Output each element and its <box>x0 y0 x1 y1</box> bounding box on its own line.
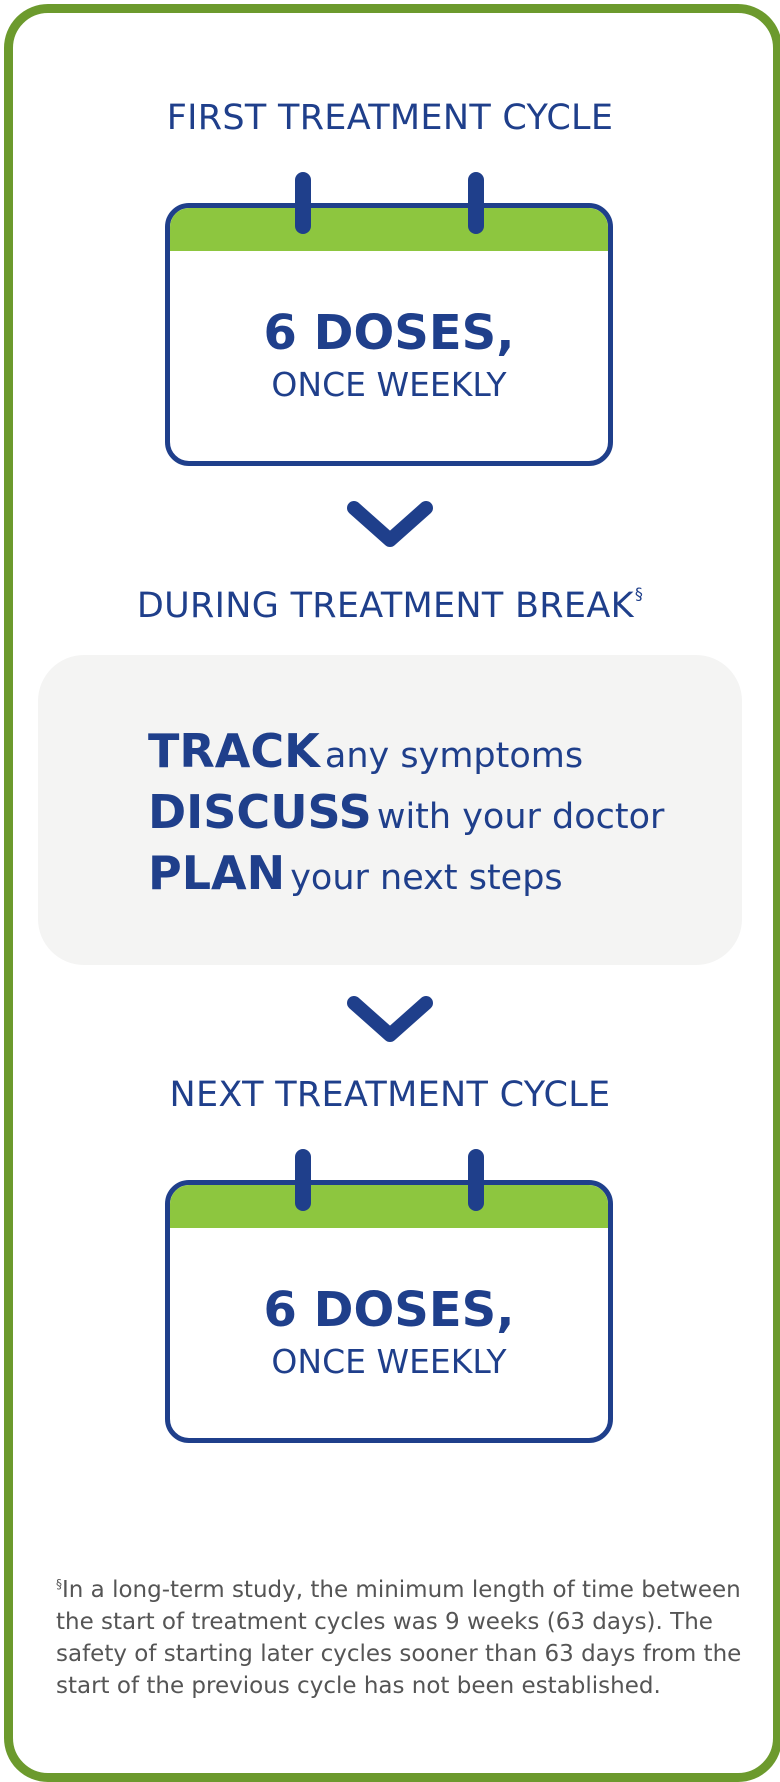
break-item-action: DISCUSS <box>148 785 372 839</box>
footnote-marker: § <box>56 1577 62 1591</box>
break-item-detail: your next steps <box>290 858 563 898</box>
calendar-header-band <box>170 208 608 251</box>
calendar-header-band <box>170 1185 608 1228</box>
section-marker: § <box>634 584 644 603</box>
next-cycle-title: NEXT TREATMENT CYCLE <box>169 1075 611 1115</box>
calendar-icon: 6 DOSES, ONCE WEEKLY <box>165 203 613 466</box>
chevron-down-icon <box>347 996 433 1042</box>
break-item-discuss: DISCUSS with your doctor <box>148 789 664 835</box>
next-cycle-doses: 6 DOSES, <box>263 1282 515 1338</box>
footnote: §In a long-term study, the minimum lengt… <box>56 1568 746 1702</box>
first-cycle-doses: 6 DOSES, <box>263 305 515 361</box>
break-item-track: TRACK any symptoms <box>148 728 583 774</box>
calendar-ring-left <box>295 1149 311 1211</box>
first-cycle-frequency: ONCE WEEKLY <box>271 365 507 404</box>
break-item-action: PLAN <box>148 846 286 900</box>
treatment-break-title: DURING TREATMENT BREAK§ <box>0 584 780 626</box>
treatment-break-title-text: DURING TREATMENT BREAK <box>136 586 634 626</box>
chevron-down-icon <box>347 501 433 547</box>
calendar-ring-right <box>468 172 484 234</box>
treatment-break-panel: TRACK any symptoms DISCUSS with your doc… <box>38 655 742 965</box>
first-cycle-title: FIRST TREATMENT CYCLE <box>166 98 614 138</box>
break-item-detail: any symptoms <box>324 736 584 776</box>
calendar-icon: 6 DOSES, ONCE WEEKLY <box>165 1180 613 1443</box>
break-item-plan: PLAN your next steps <box>148 850 563 896</box>
footnote-text: In a long-term study, the minimum length… <box>56 1577 742 1699</box>
calendar-ring-right <box>468 1149 484 1211</box>
calendar-ring-left <box>295 172 311 234</box>
next-cycle-frequency: ONCE WEEKLY <box>271 1342 507 1381</box>
break-item-action: TRACK <box>148 724 320 778</box>
break-item-detail: with your doctor <box>376 797 665 837</box>
